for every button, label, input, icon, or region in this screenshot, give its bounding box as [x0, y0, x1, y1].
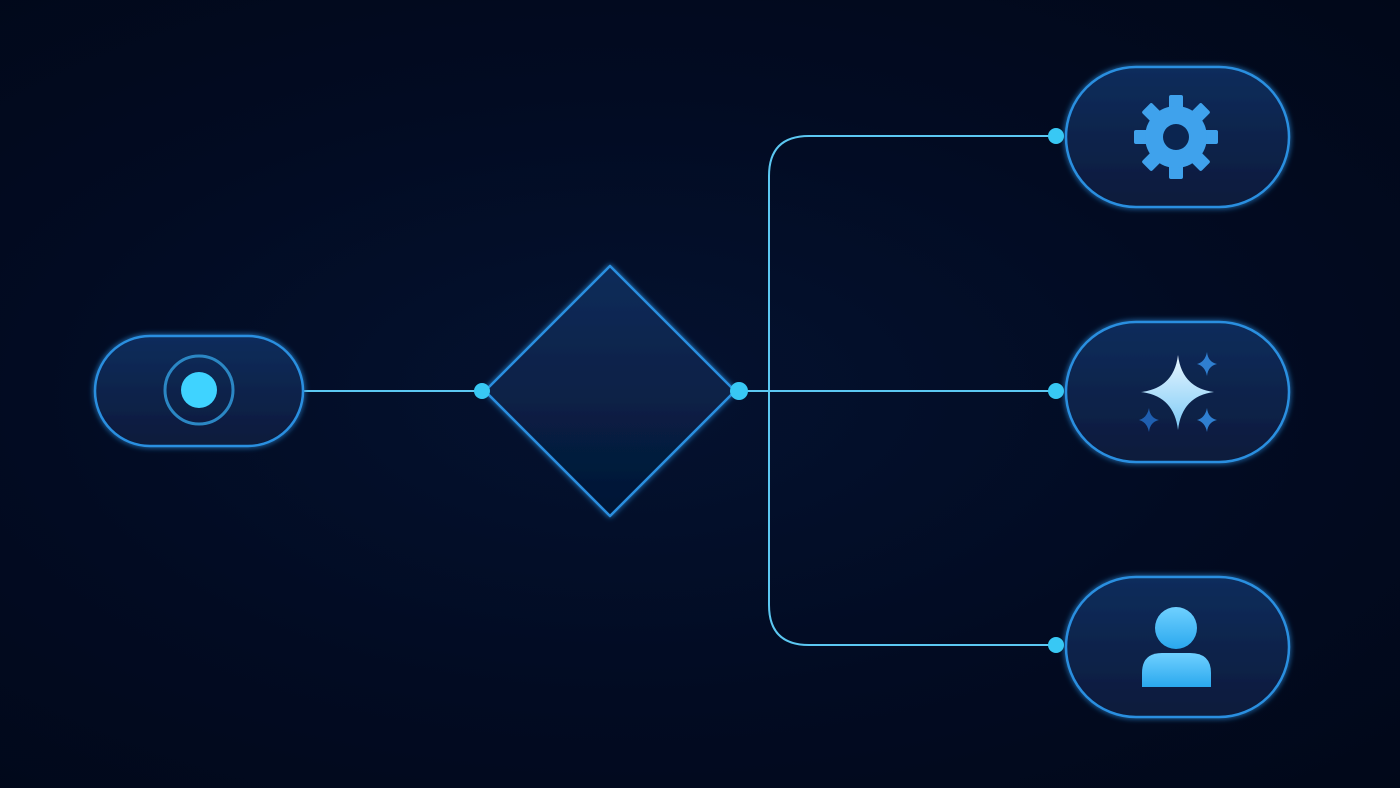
port-decision-in[interactable]	[474, 383, 490, 399]
port-settings-in[interactable]	[1048, 128, 1064, 144]
edge-decision-to-settings	[768, 135, 1056, 391]
port-decision-out[interactable]	[730, 382, 748, 400]
port-ai-in[interactable]	[1048, 383, 1064, 399]
decision-node[interactable]	[483, 264, 737, 518]
connectors	[303, 135, 1056, 646]
gear-icon	[1134, 95, 1218, 179]
port-user-in[interactable]	[1048, 637, 1064, 653]
connection-ports	[474, 128, 1064, 653]
settings-node[interactable]	[1064, 65, 1291, 209]
user-icon	[1142, 607, 1211, 687]
edge-decision-to-user	[768, 391, 1056, 646]
ai-node[interactable]	[1064, 320, 1291, 464]
sparkle-icon	[1139, 352, 1217, 432]
start-node[interactable]	[93, 334, 305, 448]
radio-target-icon	[163, 354, 235, 426]
user-node[interactable]	[1064, 575, 1291, 719]
